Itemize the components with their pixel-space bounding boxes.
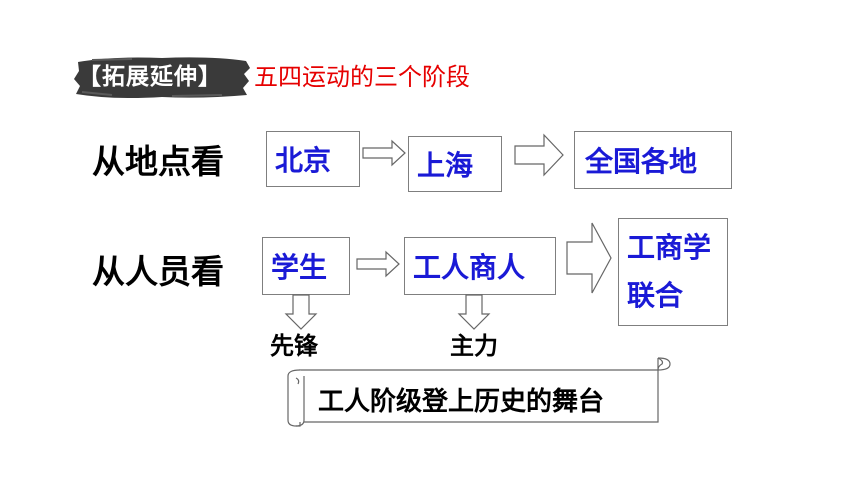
- stage-label-line1: 工商学: [627, 231, 712, 264]
- role-label-vanguard: 先锋: [270, 332, 318, 360]
- stage-label: 上海: [417, 149, 474, 182]
- stage-box-alliance: 工商学 联合: [618, 218, 728, 326]
- scroll-text: 工人阶级登上历史的舞台: [318, 387, 605, 417]
- stage-box-workers-merchants: 工人商人: [404, 237, 556, 295]
- role-label-main-force: 主力: [450, 332, 498, 360]
- stage-label: 全国各地: [585, 145, 698, 178]
- down-arrow-icon: [457, 294, 491, 330]
- stage-label: 工人商人: [413, 251, 526, 284]
- brush-stroke-background: [74, 57, 250, 98]
- stage-box-shanghai: 上海: [408, 136, 502, 192]
- stage-label: 学生: [271, 251, 328, 284]
- stage-label: 北京: [275, 144, 332, 177]
- scroll-banner: [287, 357, 671, 427]
- stage-label-line2: 联合: [627, 279, 684, 312]
- row-label-people: 从人员看: [92, 252, 224, 291]
- stage-box-students: 学生: [262, 237, 350, 295]
- section-tag: 【拓展延伸】: [78, 64, 222, 90]
- stage-box-beijing: 北京: [266, 131, 360, 187]
- right-arrow-icon: [566, 222, 612, 294]
- right-arrow-icon: [356, 250, 400, 278]
- right-arrow-icon: [514, 133, 564, 177]
- down-arrow-icon: [284, 294, 318, 330]
- page-title: 五四运动的三个阶段: [254, 63, 470, 91]
- stage-box-nationwide: 全国各地: [574, 131, 732, 189]
- row-label-place: 从地点看: [92, 142, 224, 181]
- right-arrow-icon: [362, 139, 406, 167]
